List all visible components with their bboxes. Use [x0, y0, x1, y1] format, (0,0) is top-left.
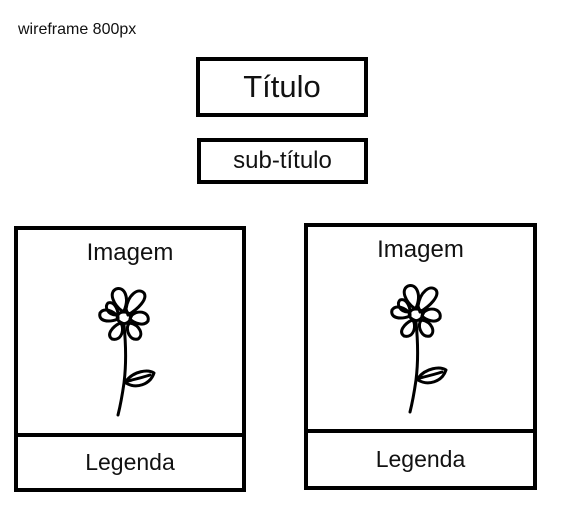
subtitle-box: sub-título [197, 138, 368, 184]
caption-text: Legenda [375, 446, 466, 472]
card-divider [18, 433, 242, 437]
subtitle-text: sub-título [233, 147, 332, 174]
card-divider [308, 429, 533, 433]
flower-sketch-icon [98, 287, 156, 417]
flower-sketch-icon [390, 284, 448, 414]
image-placeholder-label: Imagem [86, 239, 174, 266]
card-image-area: Imagem [308, 227, 533, 433]
image-card: Imagem Legenda [14, 226, 246, 492]
caption-text: Legenda [85, 449, 175, 475]
image-card: Imagem Legenda [304, 223, 537, 490]
image-placeholder-label: Imagem [377, 236, 464, 263]
title-box: Título [196, 57, 368, 117]
wireframe-width-note: wireframe 800px [18, 21, 137, 38]
title-text: Título [243, 69, 321, 104]
card-image-area: Imagem [18, 230, 242, 437]
